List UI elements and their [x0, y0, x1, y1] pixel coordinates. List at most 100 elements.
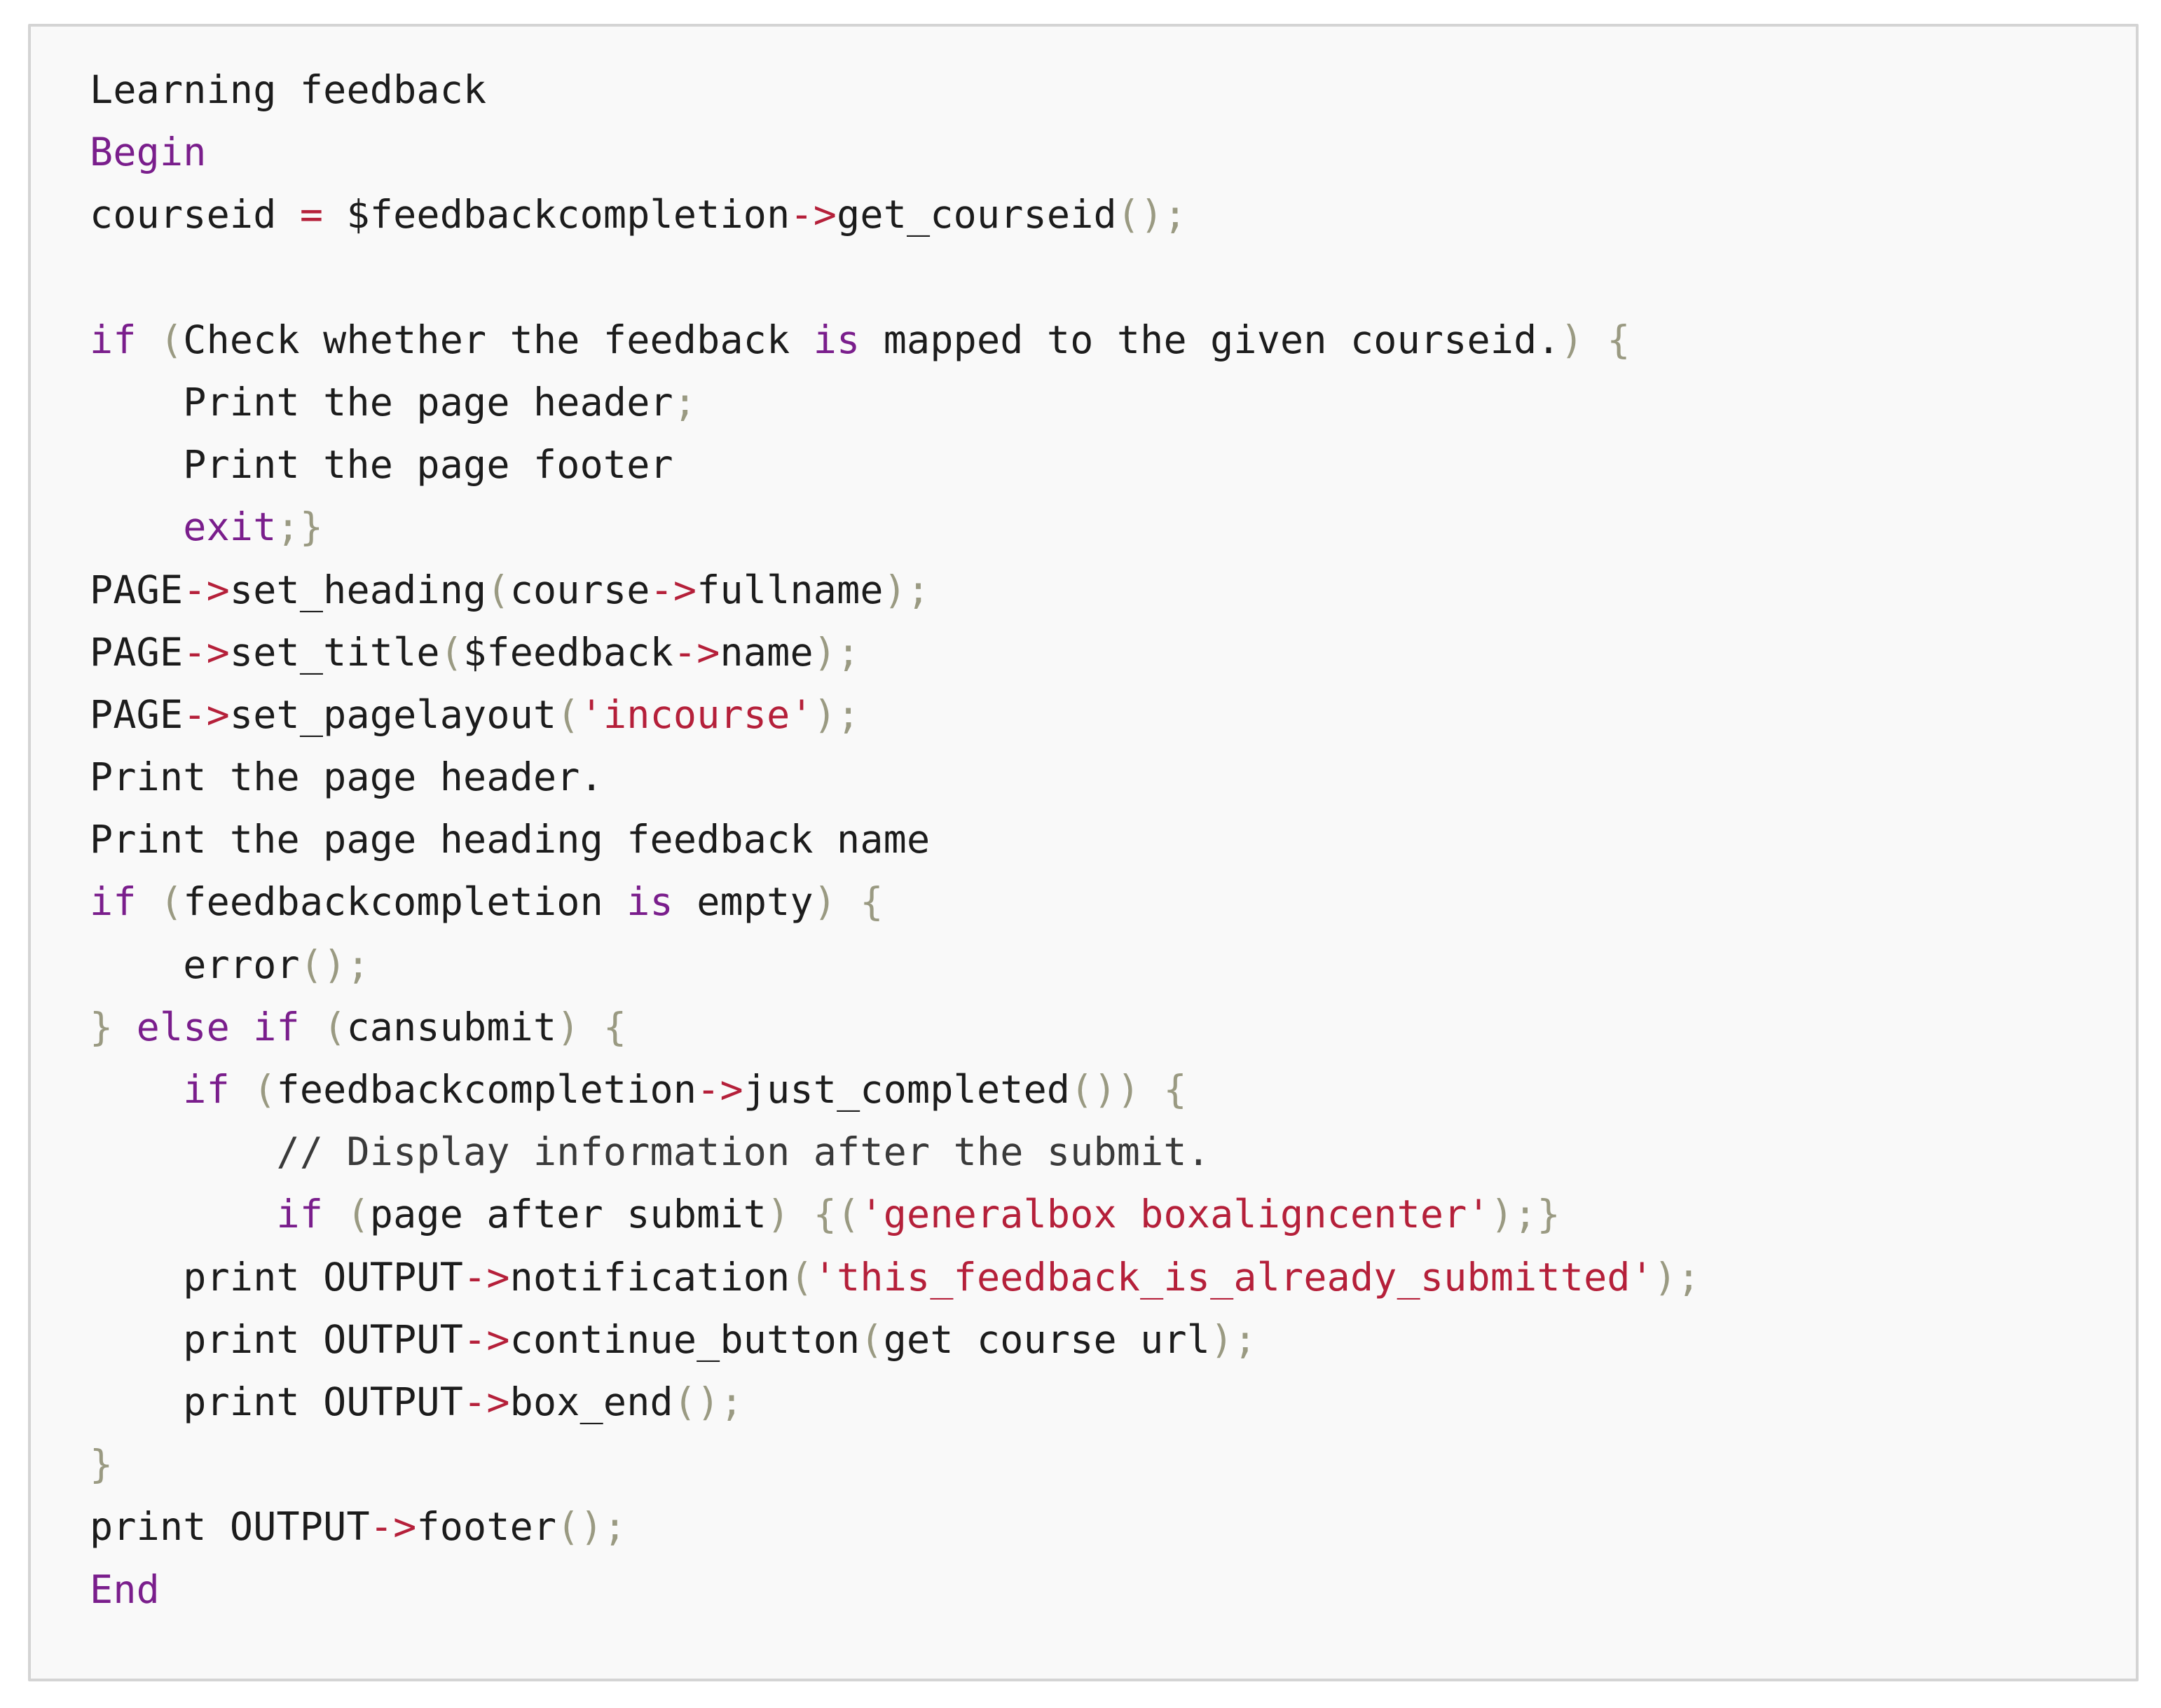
text-token: fullname	[697, 567, 884, 612]
keyword-token: is	[813, 317, 860, 362]
text-token: PAGE	[90, 691, 184, 737]
string-token: 'incourse'	[579, 691, 814, 737]
punctuation-token: ()) {	[1070, 1067, 1187, 1112]
code-line	[90, 247, 1701, 309]
keyword-token: exit	[183, 504, 277, 550]
code-line: Begin	[90, 121, 1701, 184]
text-token: box_end	[509, 1379, 673, 1424]
operator-token: ->	[650, 567, 697, 612]
punctuation-token: );	[813, 629, 860, 675]
text-token: Learning feedback	[90, 67, 487, 112]
text-token	[90, 1067, 183, 1112]
text-token: notification	[509, 1254, 790, 1300]
punctuation-token: ;	[673, 379, 697, 425]
punctuation-token: ) {	[556, 1004, 627, 1049]
punctuation-token: (	[790, 1254, 814, 1300]
text-token: cansubmit	[346, 1004, 557, 1049]
operator-token: ->	[697, 1067, 743, 1112]
code-line: error();	[90, 934, 1701, 996]
code-line: Learning feedback	[90, 59, 1701, 121]
operator-token: ->	[463, 1379, 510, 1424]
keyword-token: End	[90, 1566, 160, 1612]
text-token: continue_button	[509, 1316, 860, 1362]
code-line: } else if (cansubmit) {	[90, 996, 1701, 1059]
punctuation-token: );	[883, 567, 931, 612]
text-token: get course url	[883, 1316, 1211, 1362]
text-token	[90, 504, 183, 549]
text-token: print OUTPUT	[90, 1254, 464, 1300]
keyword-token: else if	[136, 1004, 300, 1049]
operator-token: ->	[463, 1254, 510, 1300]
code-line: PAGE->set_pagelayout('incourse');	[90, 684, 1701, 746]
punctuation-token: );	[1210, 1316, 1257, 1362]
code-line: if (feedbackcompletion is empty) {	[90, 871, 1701, 933]
string-token: 'this_feedback_is_already_submitted'	[813, 1254, 1654, 1300]
text-token: courseid	[90, 192, 300, 237]
punctuation-token: (	[860, 1316, 884, 1362]
punctuation-token: (	[136, 317, 184, 362]
punctuation-token: (	[439, 629, 464, 675]
keyword-token: if	[90, 317, 137, 362]
code-line: Print the page header;	[90, 371, 1701, 434]
punctuation-token: ();	[299, 942, 370, 987]
code-line: if (feedbackcompletion->just_completed()…	[90, 1059, 1701, 1121]
text-token: feedbackcompletion	[276, 1067, 697, 1112]
punctuation-token: ;}	[276, 504, 324, 550]
text-token: $feedback	[463, 629, 673, 675]
operator-token: ->	[463, 1316, 510, 1362]
operator-token: ->	[673, 629, 720, 675]
punctuation-token: ();	[1116, 192, 1187, 237]
text-token	[90, 1192, 277, 1237]
code-line: print OUTPUT->box_end();	[90, 1371, 1701, 1433]
code-line: Print the page header.	[90, 746, 1701, 808]
code-line: if (page after submit) {('generalbox box…	[90, 1183, 1701, 1246]
text-token: set_heading	[229, 567, 487, 612]
operator-token: ->	[183, 629, 230, 675]
keyword-token: if	[183, 1067, 230, 1112]
text-token: just_completed	[743, 1067, 1071, 1112]
text-token: print OUTPUT	[90, 1379, 464, 1424]
text-token: empty	[673, 879, 814, 925]
text-token: page after submit	[369, 1192, 767, 1237]
string-token: 'generalbox boxaligncenter'	[860, 1192, 1490, 1237]
code-line: print OUTPUT->footer();	[90, 1496, 1701, 1558]
text-token: print OUTPUT	[90, 1316, 464, 1362]
text-token: set_title	[229, 629, 440, 675]
punctuation-token: ) {	[1560, 317, 1631, 362]
text-token: print OUTPUT	[90, 1504, 370, 1550]
keyword-token: is	[626, 879, 673, 925]
code-line: End	[90, 1559, 1701, 1621]
code-line: PAGE->set_title($feedback->name);	[90, 621, 1701, 684]
punctuation-token: ) {	[813, 879, 884, 925]
text-token: feedbackcompletion	[183, 879, 627, 925]
punctuation-token: (	[299, 1004, 347, 1049]
code-line: PAGE->set_heading(course->fullname);	[90, 559, 1701, 621]
text-token: name	[720, 629, 814, 675]
code-line: Print the page footer	[90, 434, 1701, 496]
text-token: Print the page heading feedback name	[90, 817, 931, 862]
operator-token: =	[299, 192, 324, 237]
punctuation-token: );}	[1490, 1192, 1560, 1237]
text-token: course	[509, 567, 650, 612]
punctuation-token: ) {(	[767, 1192, 860, 1237]
punctuation-token: (	[556, 691, 580, 737]
keyword-token: Begin	[90, 130, 207, 175]
code-line: print OUTPUT->notification('this_feedbac…	[90, 1246, 1701, 1309]
text-token: Print the page header.	[90, 755, 603, 800]
text-token: Print the page header	[90, 379, 673, 425]
operator-token: ->	[790, 192, 837, 237]
code-line: }	[90, 1433, 1701, 1496]
operator-token: ->	[183, 567, 230, 612]
comment-token: // Display information after the submit.	[90, 1129, 1211, 1175]
text-token: Print the page footer	[90, 442, 673, 488]
code-line: // Display information after the submit.	[90, 1121, 1701, 1183]
punctuation-token: (	[486, 567, 510, 612]
punctuation-token: (	[323, 1192, 370, 1237]
text-token: PAGE	[90, 567, 184, 612]
punctuation-token: (	[136, 879, 184, 925]
keyword-token: if	[90, 879, 137, 925]
punctuation-token: ();	[556, 1504, 627, 1550]
punctuation-token: }	[90, 1004, 137, 1049]
text-token: error	[90, 942, 300, 987]
